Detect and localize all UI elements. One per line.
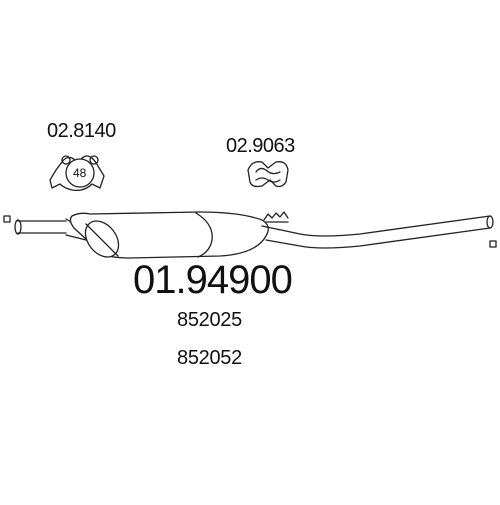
left-end-marker xyxy=(3,215,11,223)
clamp-right-icon xyxy=(247,161,289,188)
reference-code-2: 852052 xyxy=(177,347,242,369)
tail-pipe xyxy=(261,215,494,249)
clamp-left-code: 02.8140 xyxy=(47,120,116,142)
clamp-right-code: 02.9063 xyxy=(226,135,295,157)
reference-code-1: 852025 xyxy=(177,309,242,331)
right-end-marker xyxy=(489,240,497,248)
clamp-left-size: 48 xyxy=(73,166,87,180)
muffler-hanger xyxy=(263,211,289,223)
clamp-left-icon xyxy=(49,155,105,192)
muffler-body xyxy=(69,211,269,259)
main-part-code: 01.94900 xyxy=(133,258,293,302)
